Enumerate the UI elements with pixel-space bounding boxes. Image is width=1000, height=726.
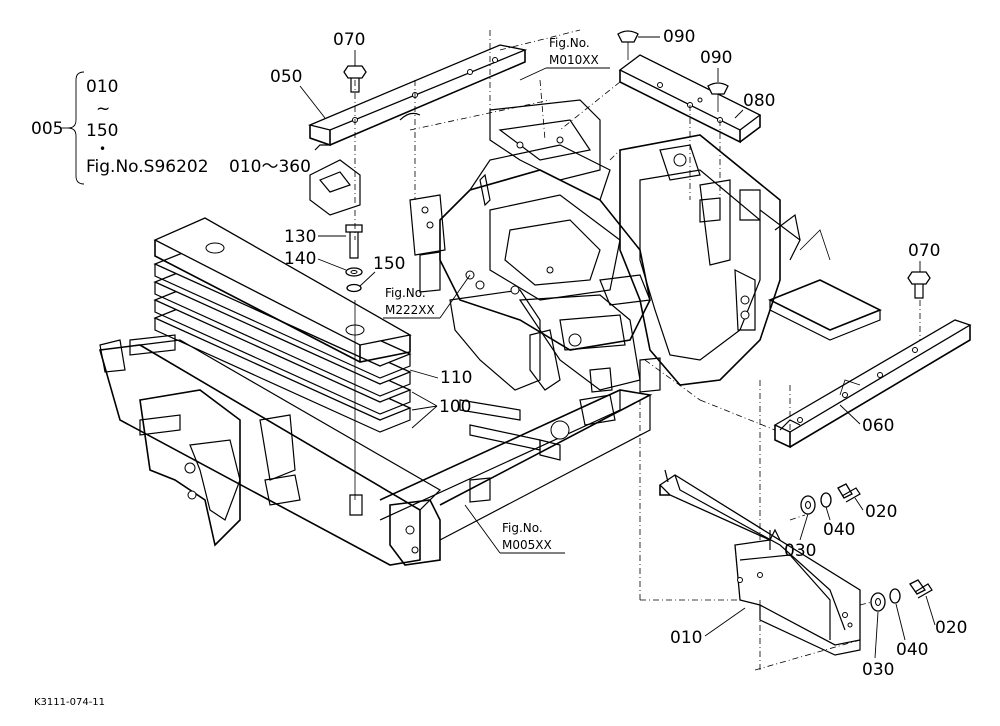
assembly-figref: Fig.No.S96202 [86, 157, 209, 177]
assembly-range-end: 150 [86, 121, 118, 141]
figref-m222xx: Fig.No. M222XX [383, 274, 471, 319]
callout-040-lower: 040 [896, 640, 928, 660]
cover-plate-050 [307, 29, 581, 240]
callout-100: 100 [439, 397, 471, 417]
callout-130: 130 [284, 227, 316, 247]
callout-010: 010 [670, 628, 702, 648]
callout-030-lower: 030 [862, 660, 894, 680]
fasteners-upper [800, 483, 861, 515]
callout-070-top: 070 [333, 30, 365, 50]
callout-030-upper: 030 [784, 541, 816, 561]
callout-090-left: 090 [663, 27, 695, 47]
figref-line1: Fig.No. [502, 521, 543, 535]
right-frame [619, 134, 882, 386]
bolt-070-top [343, 65, 367, 93]
assembly-ref-label: 005 [31, 119, 63, 139]
main-frame [98, 334, 653, 566]
cap-090 [617, 30, 729, 112]
assembly-range-tilde: ~ [96, 99, 110, 119]
callout-090-right: 090 [700, 48, 732, 68]
callout-060: 060 [862, 416, 894, 436]
figref-line2: M005XX [502, 538, 552, 552]
callout-020-lower: 020 [935, 618, 967, 638]
assembly-brace [60, 71, 85, 185]
callout-110: 110 [440, 368, 472, 388]
assembly-figref-range: 010～360 [229, 157, 311, 177]
center-frame [409, 99, 661, 393]
assembly-range-start: 010 [86, 77, 118, 97]
weight-stack [153, 217, 412, 516]
callout-140: 140 [284, 249, 316, 269]
figref-m010xx: Fig.No. M010XX [519, 36, 610, 81]
plate-080 [559, 54, 762, 200]
diagram-code: K3111-074-11 [34, 697, 105, 708]
figref-line2: M222XX [385, 303, 435, 317]
assembly-dot: • [99, 142, 106, 156]
rail-060 [699, 300, 972, 449]
bracket-010 [639, 380, 881, 671]
bolt-130 [345, 224, 363, 293]
figref-line1: Fig.No. [549, 36, 590, 50]
callout-040-upper: 040 [823, 520, 855, 540]
callout-020-upper: 020 [865, 502, 897, 522]
callout-080: 080 [743, 91, 775, 111]
figref-line2: M010XX [549, 53, 599, 67]
figref-m005xx: Fig.No. M005XX [464, 504, 565, 554]
callout-150: 150 [373, 254, 405, 274]
bolt-070-right [907, 271, 931, 299]
figref-line1: Fig.No. [385, 286, 426, 300]
callout-070-right: 070 [908, 241, 940, 261]
callout-050: 050 [270, 67, 302, 87]
fasteners-lower [870, 579, 933, 612]
